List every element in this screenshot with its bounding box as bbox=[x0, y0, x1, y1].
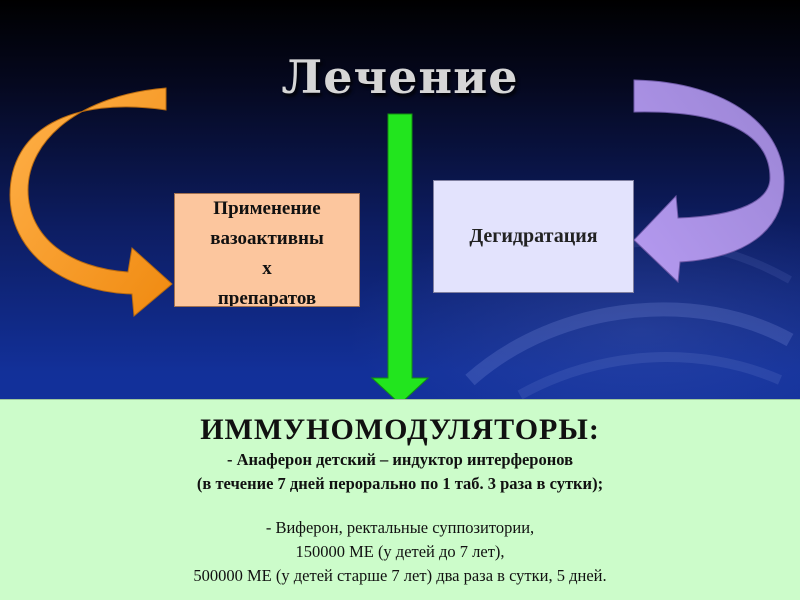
slide-title: Лечение bbox=[281, 50, 519, 104]
viferon-dose-under-7-line: 150000 МЕ (у детей до 7 лет), bbox=[295, 542, 505, 561]
vasoactive-drugs-line-1: Применение bbox=[213, 198, 321, 219]
dehydration-box: Дегидратация bbox=[433, 180, 634, 293]
spacer bbox=[0, 496, 800, 516]
vasoactive-drugs-line-3: х bbox=[262, 258, 272, 279]
anaferon-dosage-line: (в течение 7 дней перорально по 1 таб. 3… bbox=[196, 474, 604, 493]
viferon-dose-over-7-line: 500000 МЕ (у детей старше 7 лет) два раз… bbox=[193, 566, 607, 585]
vasoactive-drugs-box: Применение вазоактивны х препаратов bbox=[174, 193, 360, 307]
vasoactive-drugs-line-2: вазоактивны bbox=[210, 228, 324, 249]
immunomodulators-heading: ИММУНОМОДУЛЯТОРЫ: bbox=[200, 413, 600, 446]
immunomodulators-panel: ИММУНОМОДУЛЯТОРЫ: - Анаферон детский – и… bbox=[0, 399, 800, 600]
dehydration-label: Дегидратация bbox=[469, 225, 598, 247]
vasoactive-drugs-line-4: препаратов bbox=[217, 288, 317, 307]
anaferon-line: - Анаферон детский – индуктор интерферон… bbox=[226, 450, 573, 469]
viferon-line: - Виферон, ректальные суппозитории, bbox=[265, 518, 535, 537]
